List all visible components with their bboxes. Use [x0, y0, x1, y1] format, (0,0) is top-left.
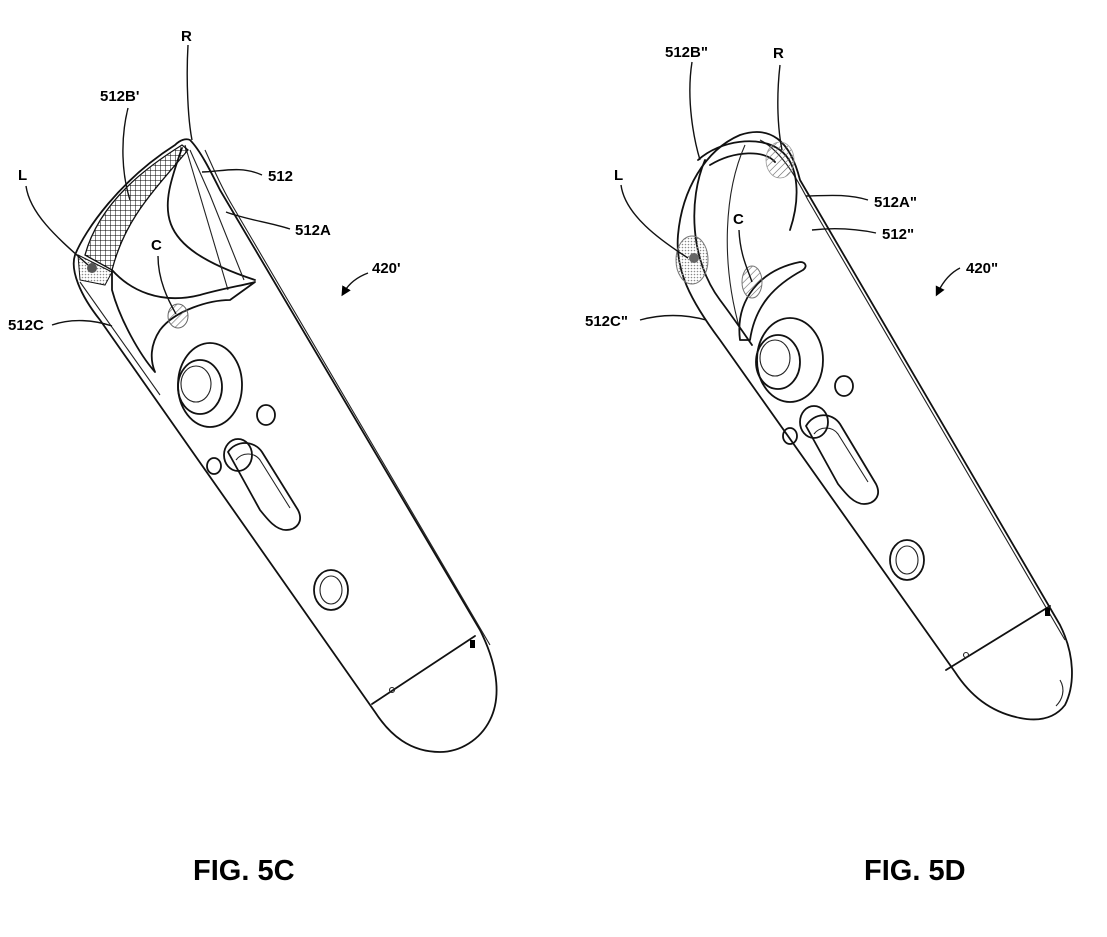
leader-c-5c	[157, 255, 177, 315]
label-512b: 512B"	[665, 44, 708, 61]
label-512: 512	[268, 168, 293, 185]
label-512c: 512C	[8, 317, 44, 334]
label-512a: 512A"	[874, 194, 917, 211]
label-420: 420"	[966, 260, 998, 277]
leader-512a-5d	[805, 194, 869, 201]
label-512c: 512C"	[585, 313, 628, 330]
label-512: 512"	[882, 226, 914, 243]
figure-caption: FIG. 5D	[864, 855, 966, 887]
leader-r-5d	[777, 64, 783, 151]
label-c: C	[151, 237, 162, 254]
label-r: R	[181, 28, 192, 45]
label-r: R	[773, 45, 784, 62]
leader-r-5c	[186, 44, 193, 141]
leader-512b-5d	[689, 61, 701, 161]
leader-l-5c	[25, 185, 89, 266]
figure-5c: R 512B' 512 512A L C 420' 512C FIG. 5C	[8, 28, 498, 887]
arrow-420-5d	[935, 267, 961, 297]
leader-512-5c	[201, 168, 263, 176]
leader-512-5d	[811, 228, 877, 234]
leader-512c-5d	[639, 314, 707, 321]
label-420: 420'	[372, 260, 401, 277]
label-l: L	[614, 167, 623, 184]
leader-512c-5c	[51, 319, 113, 327]
leader-512a-5c	[225, 211, 291, 230]
label-512a: 512A	[295, 222, 331, 239]
leader-512b-5c	[122, 107, 131, 201]
arrow-420-5c	[341, 272, 369, 297]
controller-body-5c	[72, 138, 498, 753]
figure-caption: FIG. 5C	[193, 855, 295, 887]
leader-c-5d	[738, 229, 753, 283]
label-c: C	[733, 211, 744, 228]
figure-5d: 512B" R L 512A" C 512" 420" 512C" FIG. 5…	[585, 44, 1073, 887]
label-512b: 512B'	[100, 88, 139, 105]
leader-l-5d	[620, 184, 689, 259]
label-l: L	[18, 167, 27, 184]
